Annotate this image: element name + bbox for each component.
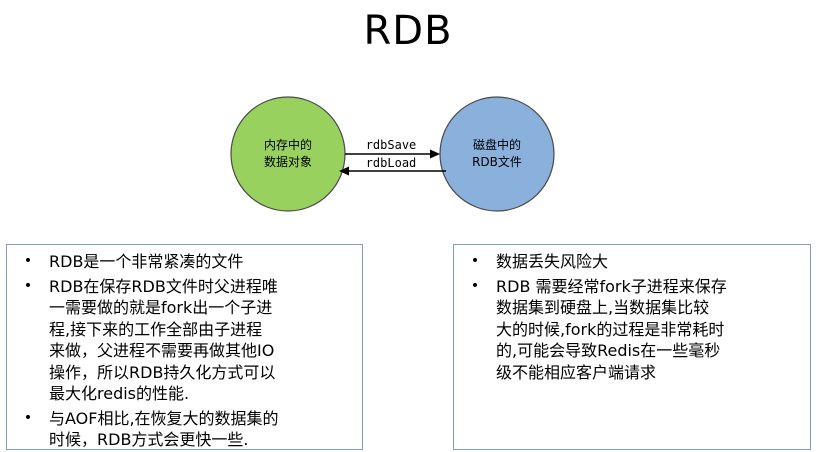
list-item-line: 来做，父进程不需要再做其他IO	[49, 341, 275, 360]
list-item-line: 数据集到硬盘上,当数据集比较	[496, 298, 710, 317]
list-item-line: RDB在保存RDB文件时父进程唯	[49, 276, 278, 296]
rdbsave-label: rdbSave	[366, 138, 417, 152]
rdbload-arrowhead	[339, 166, 349, 176]
list-item-line: 程,接下来的工作全部由子进程	[49, 319, 263, 339]
memory-node	[230, 96, 346, 212]
bullet: •	[23, 277, 33, 294]
disadvantages-list: • 数据丢失风险大 • RDB 需要经常fork子进程来保存 数据集到硬盘上,当…	[468, 251, 798, 383]
disk-node-label-line1: 磁盘中的	[473, 137, 521, 152]
list-item-line: 最大化redis的性能.	[49, 384, 190, 403]
page-title: RDB	[363, 8, 453, 54]
list-item-line: 大的时候,fork的过程是非常耗时	[496, 319, 725, 339]
list-item: • RDB在保存RDB文件时父进程唯 一需要做的就是fork出一个子进 程,接下…	[21, 276, 350, 405]
list-item-line: 与AOF相比,在恢复大的数据集的	[49, 408, 279, 428]
list-item-line: 一需要做的就是fork出一个子进	[49, 298, 273, 317]
list-item-line: RDB 需要经常fork子进程来保存	[496, 276, 727, 296]
disk-node	[439, 96, 555, 212]
memory-node-label-line2: 数据对象	[264, 154, 312, 169]
list-item-text: RDB是一个非常紧凑的文件	[49, 252, 244, 271]
bullet: •	[470, 253, 480, 269]
list-item-text: 数据丢失风险大	[496, 252, 609, 271]
list-item: • 与AOF相比,在恢复大的数据集的 时候，RDB方式会更快一些.	[21, 408, 350, 451]
list-item-line: 的,可能会导致Redis在一些毫秒	[496, 341, 721, 360]
list-item: • 数据丢失风险大	[468, 251, 798, 273]
bullet: •	[23, 409, 33, 426]
list-item: • RDB 需要经常fork子进程来保存 数据集到硬盘上,当数据集比较 大的时候…	[468, 276, 798, 384]
advantages-list: • RDB是一个非常紧凑的文件 • RDB在保存RDB文件时父进程唯 一需要做的…	[21, 251, 350, 451]
rdbsave-arrowhead	[430, 149, 440, 159]
list-item-line: 级不能相应客户端请求	[496, 362, 657, 382]
advantages-box: • RDB是一个非常紧凑的文件 • RDB在保存RDB文件时父进程唯 一需要做的…	[6, 244, 363, 450]
bullet: •	[470, 277, 480, 294]
rdbload-label: rdbLoad	[366, 156, 417, 170]
bullet: •	[23, 253, 33, 269]
list-item-line: 时候，RDB方式会更快一些.	[49, 430, 249, 449]
disadvantages-box: • 数据丢失风险大 • RDB 需要经常fork子进程来保存 数据集到硬盘上,当…	[453, 244, 811, 450]
list-item-line: 操作，所以RDB持久化方式可以	[49, 362, 276, 382]
memory-node-label-line1: 内存中的	[264, 137, 312, 152]
list-item: • RDB是一个非常紧凑的文件	[21, 251, 350, 273]
disk-node-label-line2: RDB文件	[472, 154, 522, 169]
rdb-diagram: 内存中的 数据对象 磁盘中的 RDB文件 rdbSave rdbLoad	[230, 96, 555, 212]
